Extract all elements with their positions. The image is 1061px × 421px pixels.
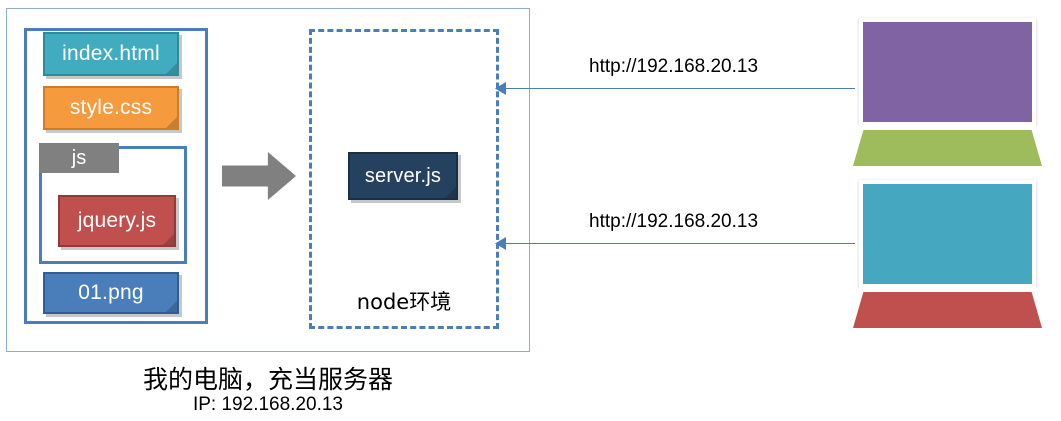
arrow-head-left-icon: [495, 237, 506, 250]
file-label-index-html: index.html: [62, 42, 160, 65]
laptop-screen: [863, 22, 1032, 122]
laptop-screen: [863, 184, 1032, 284]
diagram-caption-title: 我的电脑，充当服务器: [142, 365, 393, 394]
laptop-base: [845, 288, 1050, 332]
file-chip-style-css[interactable]: style.css: [43, 86, 179, 130]
laptop-keyboard: [853, 130, 1042, 166]
file-chip-01-png[interactable]: 01.png: [43, 272, 179, 314]
connector-line-1: [497, 88, 855, 89]
folded-corner-icon: [166, 301, 177, 312]
folded-corner-icon: [166, 63, 177, 74]
laptop-screen-frame: [859, 18, 1036, 126]
client-laptop-bottom: [845, 180, 1050, 332]
folded-corner-icon: [445, 187, 456, 198]
arrow-head-left-icon: [495, 82, 506, 95]
file-label-jquery-js: jquery.js: [77, 209, 157, 232]
file-chip-server-js[interactable]: server.js: [348, 152, 458, 200]
file-label-server-js: server.js: [364, 164, 442, 187]
js-subfolder-label: js: [71, 146, 87, 169]
file-chip-jquery-js[interactable]: jquery.js: [58, 195, 176, 247]
folded-corner-icon: [166, 117, 177, 128]
diagram-caption-ip: IP: 192.168.20.13: [192, 394, 343, 415]
file-label-style-css: style.css: [69, 96, 153, 119]
file-label-01-png: 01.png: [78, 281, 144, 304]
laptop-screen-frame: [859, 180, 1036, 288]
js-subfolder-tab[interactable]: js: [39, 143, 119, 173]
connector-label-1: http://192.168.20.13: [589, 56, 759, 77]
file-chip-index-html[interactable]: index.html: [43, 32, 179, 76]
connector-label-2: http://192.168.20.13: [589, 211, 759, 232]
laptop-keyboard: [853, 292, 1042, 328]
client-laptop-top: [845, 18, 1050, 170]
node-environment-label: node环境: [356, 290, 452, 314]
folded-corner-icon: [163, 234, 174, 245]
laptop-base: [845, 126, 1050, 170]
connector-line-2: [497, 243, 855, 244]
